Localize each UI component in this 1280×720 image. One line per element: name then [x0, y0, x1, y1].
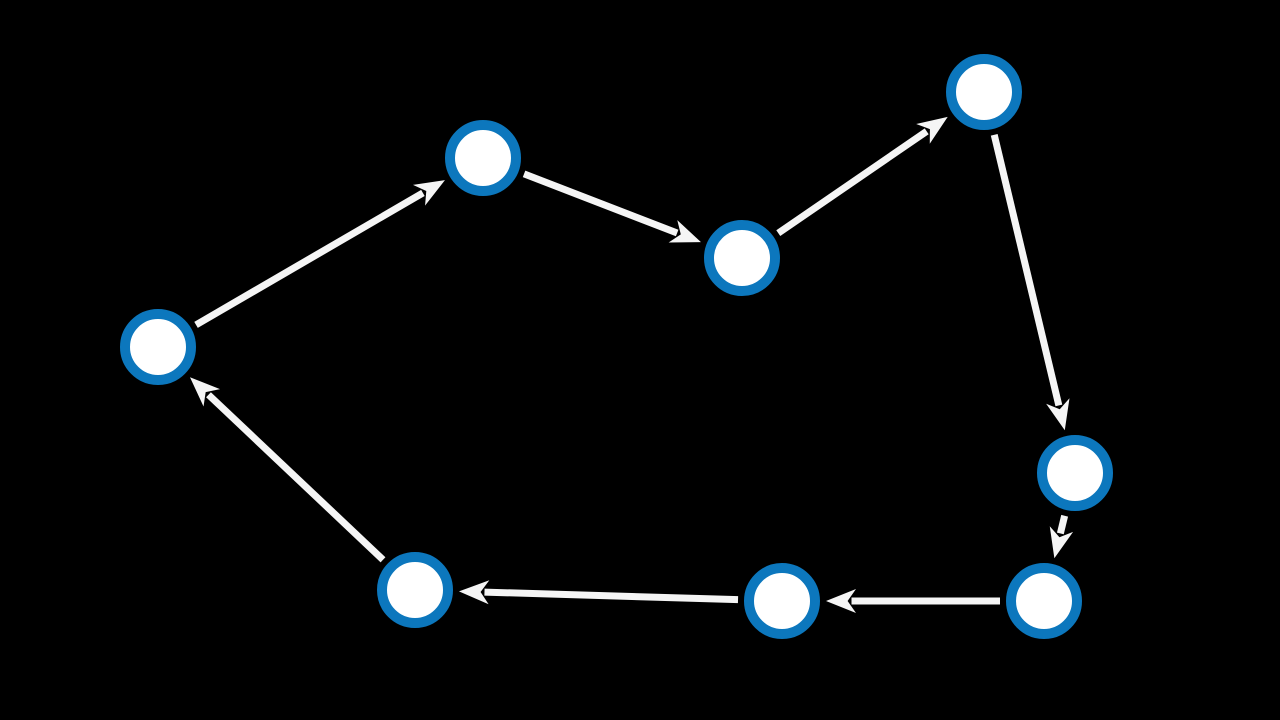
graph-edge-arrowhead-icon	[1046, 398, 1070, 431]
graph-edge-arrowhead-icon	[668, 220, 701, 243]
graph-edge[interactable]	[522, 170, 679, 237]
graph-edge[interactable]	[990, 133, 1063, 407]
graph-edge-arrowhead-icon	[458, 580, 490, 605]
graph-node[interactable]	[704, 220, 780, 296]
graph-node-circle[interactable]	[946, 54, 1022, 130]
graph-node-circle[interactable]	[1037, 435, 1113, 511]
graph-edge-arrowhead-icon	[826, 589, 856, 613]
graph-edge-arrowhead-icon	[412, 180, 445, 206]
graph-node[interactable]	[946, 54, 1022, 130]
graph-edge[interactable]	[776, 128, 929, 236]
graph-node[interactable]	[445, 120, 521, 196]
graph-node-circle[interactable]	[377, 552, 453, 628]
graph-edge-arrowhead-icon	[189, 377, 221, 407]
graph-edge-arrowhead-icon	[916, 116, 948, 144]
graph-edge[interactable]	[1056, 514, 1069, 535]
graph-node-circle[interactable]	[120, 309, 196, 385]
graph-edge[interactable]	[194, 189, 425, 328]
graph-edge-arrowhead-icon	[1049, 526, 1074, 559]
graph-node[interactable]	[377, 552, 453, 628]
node-layer	[120, 54, 1113, 639]
graph-node[interactable]	[120, 309, 196, 385]
graph-node[interactable]	[1006, 563, 1082, 639]
edge-layer	[189, 116, 1074, 613]
graph-node-circle[interactable]	[1006, 563, 1082, 639]
graph-node[interactable]	[1037, 435, 1113, 511]
graph-edge[interactable]	[484, 588, 739, 604]
graph-node[interactable]	[744, 563, 820, 639]
graph-edge[interactable]	[206, 392, 386, 563]
graph-node-circle[interactable]	[744, 563, 820, 639]
graph-node-circle[interactable]	[704, 220, 780, 296]
graph-node-circle[interactable]	[445, 120, 521, 196]
